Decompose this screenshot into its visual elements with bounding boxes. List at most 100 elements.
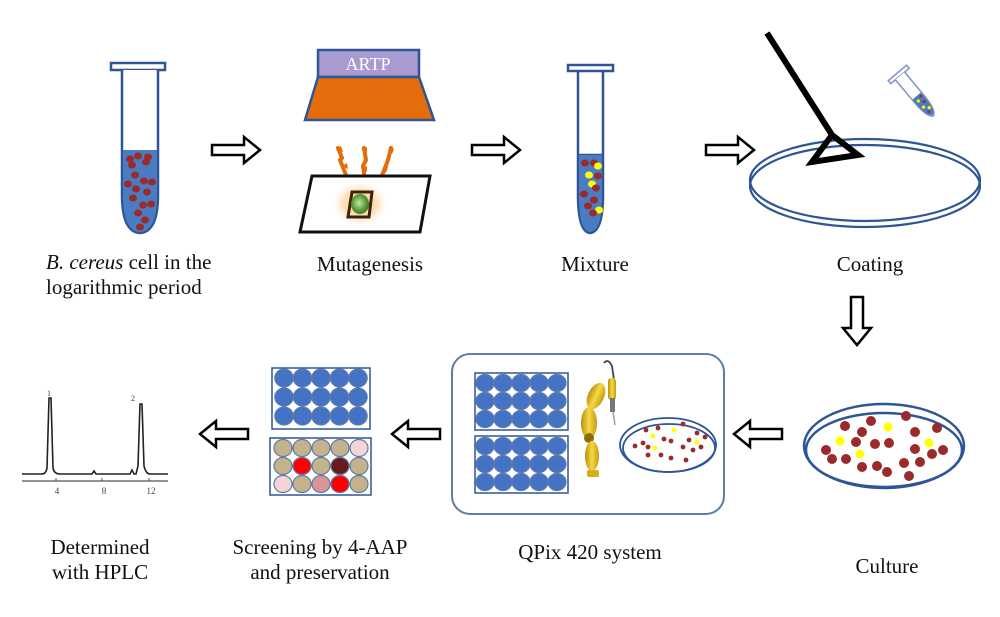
yellow-colony	[671, 427, 677, 433]
preservation-plate-wells	[274, 368, 368, 426]
sample-spot	[351, 194, 369, 214]
sample-slide	[298, 174, 432, 234]
red-colony	[683, 457, 689, 463]
source-plate-wells	[475, 373, 567, 429]
red-colony	[857, 427, 867, 437]
tube-cap	[109, 61, 167, 72]
yellow-colony	[924, 438, 934, 448]
red-cell	[594, 172, 602, 180]
well	[292, 368, 313, 388]
arrow-right-icon	[210, 134, 262, 166]
red-cell	[589, 209, 597, 217]
red-colony	[655, 425, 661, 431]
well	[529, 472, 549, 492]
red-colony	[643, 427, 649, 433]
artp-base	[303, 75, 436, 122]
culture-dish	[802, 402, 966, 490]
yellow-cell	[585, 171, 593, 179]
red-cell	[128, 161, 136, 169]
red-cell	[148, 178, 156, 186]
step-label-hplc: Determined with HPLC	[50, 535, 150, 584]
red-cell	[142, 158, 150, 166]
well	[493, 409, 513, 429]
well	[475, 436, 495, 456]
well	[292, 474, 312, 494]
red-colony	[661, 436, 667, 442]
red-cell	[140, 177, 148, 185]
well	[349, 456, 369, 476]
red-colony	[668, 438, 674, 444]
well	[511, 391, 531, 411]
petri-dish-rim	[748, 137, 982, 223]
red-cell	[580, 190, 588, 198]
arrow-left-icon	[732, 418, 784, 450]
well	[329, 406, 350, 426]
well	[529, 391, 549, 411]
qpix-system	[451, 353, 725, 515]
step-label-mixture: Mixture	[561, 252, 629, 276]
well	[493, 391, 513, 411]
red-colony	[841, 454, 851, 464]
step-label-screening: Screening by 4-AAP and preservation	[232, 535, 408, 584]
screening-plates	[269, 367, 372, 496]
coating-scene	[748, 31, 982, 229]
red-cell	[134, 209, 142, 217]
well	[348, 387, 368, 407]
colonies	[821, 411, 948, 481]
well	[511, 409, 531, 429]
tick-label: 4	[55, 486, 60, 496]
red-colony	[915, 457, 925, 467]
step-label-cell: B. cereus cell in the logarithmic period	[46, 250, 212, 299]
well	[273, 438, 293, 458]
well	[311, 456, 331, 476]
well	[475, 409, 495, 429]
well	[511, 454, 531, 474]
well	[475, 472, 495, 492]
cell-culture-tube	[109, 61, 167, 235]
red-cells	[124, 152, 156, 231]
well	[311, 406, 331, 426]
tick-label: 8	[102, 486, 107, 496]
hplc-chromatogram: 4 8 12 1 2	[22, 389, 168, 496]
well	[547, 454, 567, 474]
arrow-left-icon	[390, 418, 442, 450]
red-colony	[640, 440, 646, 446]
well	[292, 456, 312, 476]
red-colony	[658, 452, 664, 458]
tube-liquid	[123, 150, 157, 232]
well	[311, 387, 331, 407]
well	[529, 373, 549, 393]
well	[329, 387, 350, 407]
red-colony	[632, 443, 638, 449]
well	[475, 454, 495, 474]
screening-plate-wells	[273, 438, 369, 494]
step-label-culture: Culture	[855, 554, 919, 578]
tick-label: 12	[147, 486, 156, 496]
well	[292, 438, 312, 458]
petri-dish-base	[804, 411, 964, 489]
peak-label: 2	[131, 394, 135, 403]
red-colony	[686, 437, 692, 443]
well	[529, 436, 549, 456]
step-label-mutagenesis: Mutagenesis	[316, 252, 424, 276]
red-colony	[904, 471, 914, 481]
red-colony	[827, 454, 837, 464]
well	[511, 436, 531, 456]
red-colony	[932, 423, 942, 433]
arrow-left-icon	[198, 418, 250, 450]
mixture-tube	[566, 63, 615, 235]
well	[493, 454, 513, 474]
well	[547, 373, 567, 393]
well	[493, 373, 513, 393]
red-colony	[927, 449, 937, 459]
red-colony	[694, 430, 700, 436]
red-colony	[910, 427, 920, 437]
red-cell	[143, 188, 151, 196]
sample-frame	[346, 190, 374, 219]
red-cell	[581, 159, 589, 167]
yellow-cell	[594, 162, 602, 170]
well	[547, 472, 567, 492]
red-cell	[126, 155, 134, 163]
step-label-qpix: QPix 420 system	[518, 540, 662, 564]
